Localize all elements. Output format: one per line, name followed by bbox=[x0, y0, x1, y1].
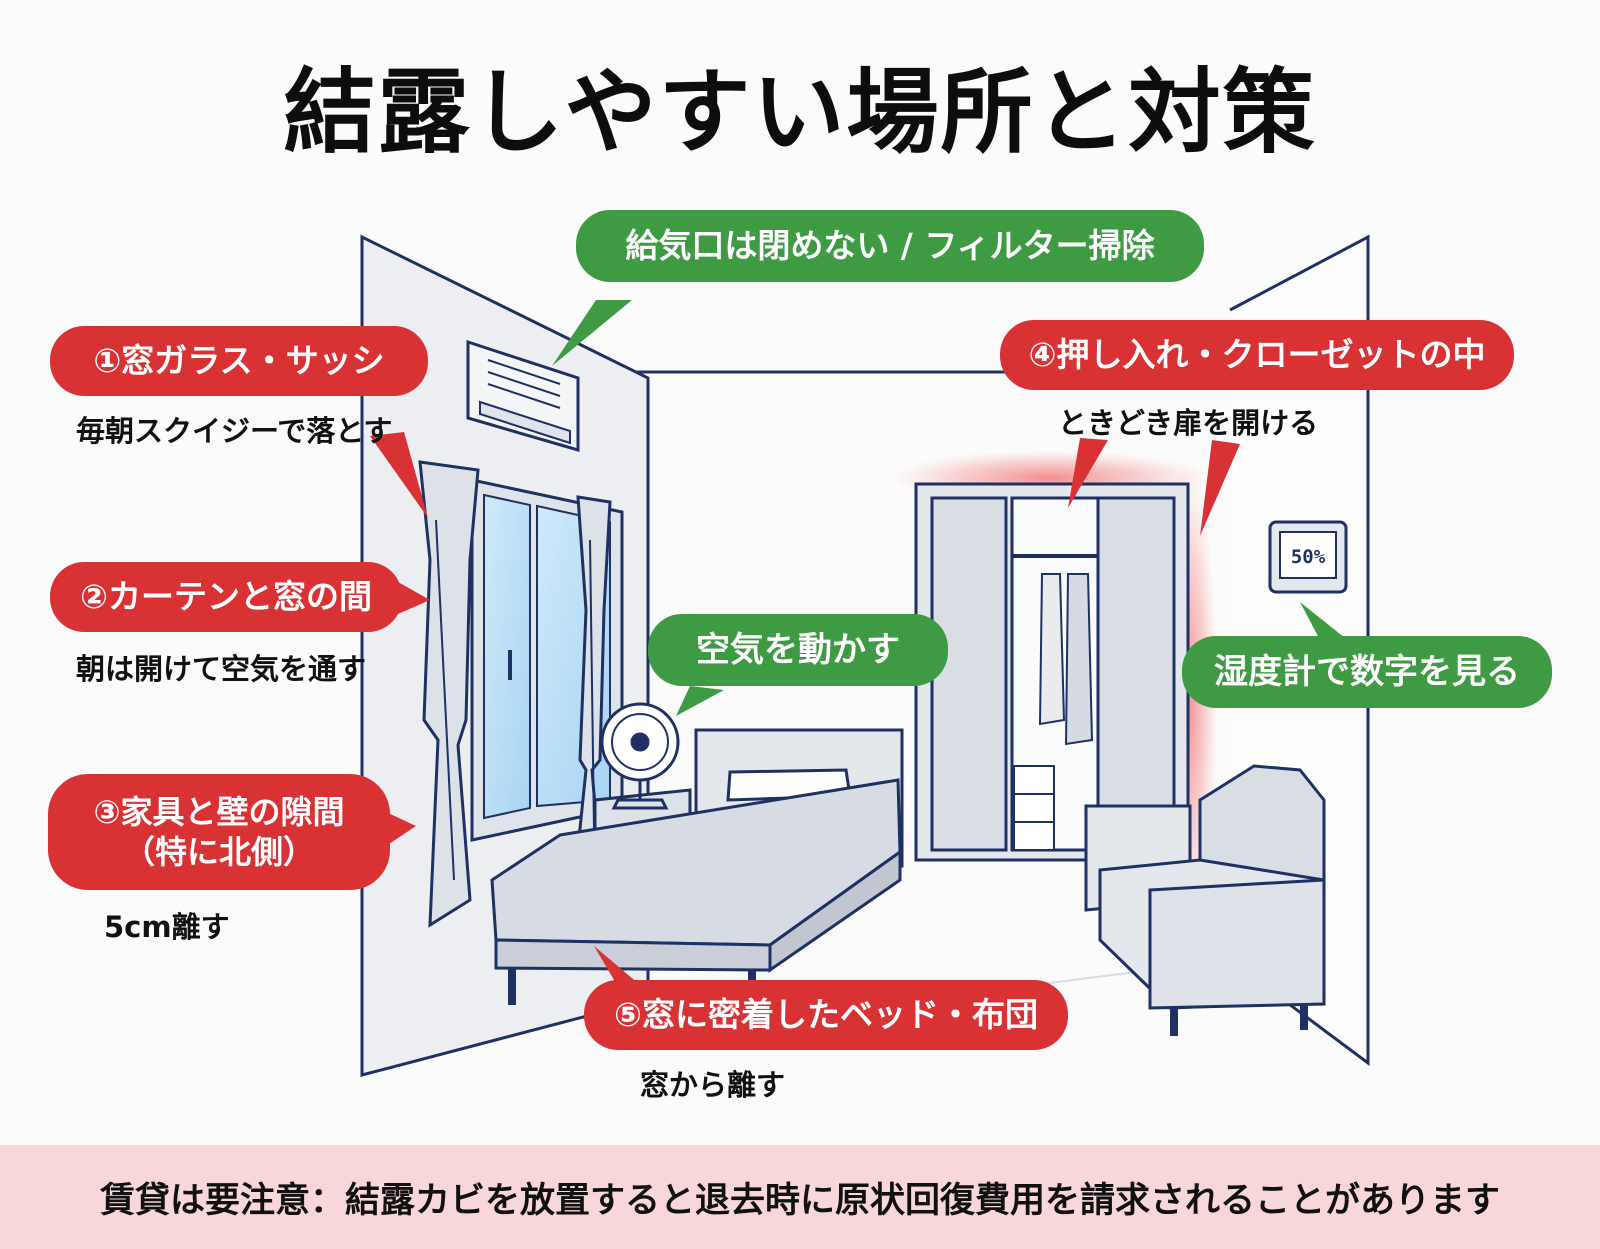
hygrometer-callout-label: 湿度計で数字を見る bbox=[1214, 651, 1520, 692]
hygrometer-pointer bbox=[1300, 602, 1350, 642]
closet-pointer-right bbox=[1200, 440, 1240, 536]
hygrometer-callout: 湿度計で数字を見る bbox=[1182, 636, 1552, 708]
hygrometer-reading: 50% bbox=[1291, 546, 1326, 568]
vent-pointer bbox=[552, 300, 632, 366]
furniture-callout-line1: ③家具と壁の隙間 bbox=[93, 793, 345, 831]
callout-pointers bbox=[370, 300, 1350, 990]
closet-tip: ときどき扉を開ける bbox=[1058, 406, 1319, 440]
bed-callout: ⑤窓に密着したベッド・布団 bbox=[584, 980, 1068, 1050]
furniture-tip: 5cm離す bbox=[104, 910, 230, 944]
rental-warning-banner: 賃貸は要注意：結露カビを放置すると退去時に原状回復費用を請求されることがあります bbox=[0, 1145, 1600, 1249]
sofa bbox=[1084, 764, 1326, 1036]
window-tip: 毎朝スクイジーで落とす bbox=[76, 414, 393, 448]
furniture-callout-line2: （特に北側） bbox=[122, 833, 315, 871]
window-pointer bbox=[370, 432, 428, 518]
page-title: 結露しやすい場所と対策 bbox=[283, 59, 1317, 166]
window-callout-label: ①窓ガラス・サッシ bbox=[93, 341, 385, 381]
fan bbox=[600, 702, 680, 810]
curtain-tip: 朝は開けて空気を通す bbox=[76, 652, 367, 686]
closet-pointer-left bbox=[1068, 438, 1108, 508]
air-conditioner bbox=[466, 339, 580, 452]
fan-pointer bbox=[676, 686, 724, 716]
window-callout: ①窓ガラス・サッシ bbox=[50, 326, 428, 396]
hygrometer-device bbox=[1268, 520, 1348, 594]
fan-callout-label: 空気を動かす bbox=[696, 629, 900, 670]
bed-callout-label: ⑤窓に密着したベッド・布団 bbox=[614, 995, 1038, 1035]
vent-callout-label: 給気口は閉めない / フィルター掃除 bbox=[625, 226, 1155, 266]
vent-callout: 給気口は閉めない / フィルター掃除 bbox=[576, 210, 1204, 282]
closet-callout-label: ④押し入れ・クローゼットの中 bbox=[1028, 335, 1486, 375]
curtains bbox=[418, 460, 612, 928]
bed-pointer bbox=[594, 946, 646, 990]
fan-callout: 空気を動かす bbox=[648, 614, 948, 686]
bed bbox=[490, 728, 904, 1006]
rental-warning-text: 賃貸は要注意：結露カビを放置すると退去時に原状回復費用を請求されることがあります bbox=[99, 1180, 1500, 1221]
curtain-callout: ②カーテンと窓の間 bbox=[50, 562, 402, 632]
closet-callout: ④押し入れ・クローゼットの中 bbox=[1000, 320, 1514, 390]
furniture-callout: ③家具と壁の隙間 （特に北側） bbox=[48, 774, 390, 890]
furniture-pointer bbox=[386, 812, 416, 846]
curtain-pointer bbox=[398, 582, 430, 614]
curtain-callout-label: ②カーテンと窓の間 bbox=[80, 577, 372, 617]
closet bbox=[914, 482, 1190, 862]
bed-tip: 窓から離す bbox=[640, 1068, 786, 1102]
